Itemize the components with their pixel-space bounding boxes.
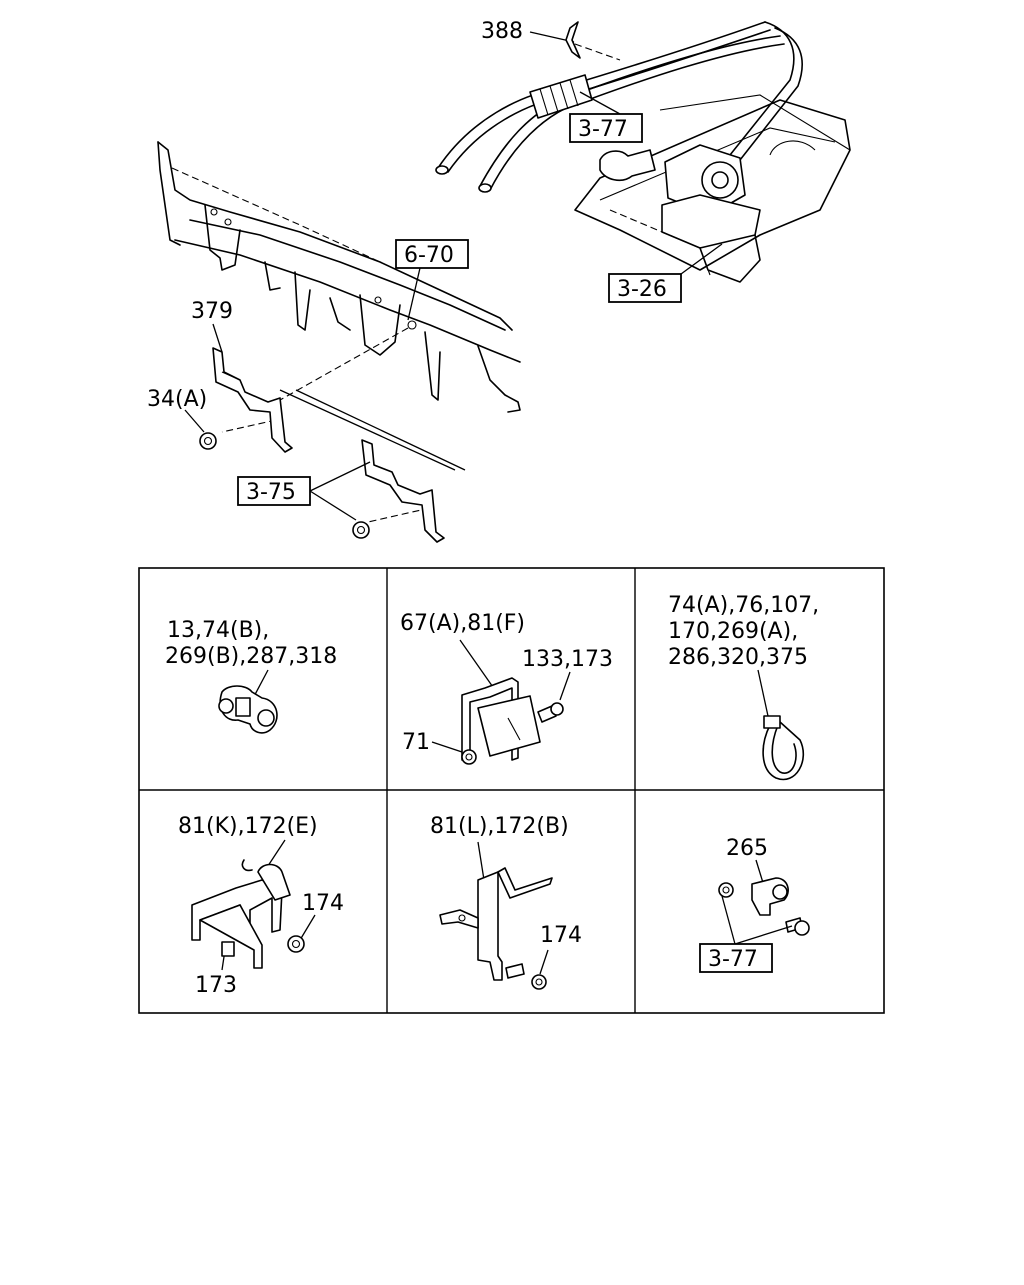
ref-box-3-75[interactable] <box>237 476 311 506</box>
callout-34a: 34(A) <box>147 387 207 433</box>
ref-box-6-70[interactable] <box>395 239 469 269</box>
cell5-label-a: 81(L),172(B) <box>430 814 569 839</box>
cell2-label-a: 67(A),81(F) <box>400 611 525 636</box>
pump-valve-assembly <box>574 94 851 283</box>
cell2-label-b: 133,173 <box>522 647 613 672</box>
nut-34a <box>199 432 217 450</box>
detail-cell-long-bracket: 81(L),172(B) 174 <box>430 814 582 990</box>
label-388: 388 <box>481 19 523 44</box>
cell5-label-b: 174 <box>540 923 582 948</box>
detail-cell-clamp: 13,74(B), 269(B),287,318 <box>165 618 337 734</box>
frame-crossmember <box>157 141 521 413</box>
label-34a: 34(A) <box>147 387 207 412</box>
dashed-leaders <box>171 43 711 523</box>
detail-cell-bracket: 67(A),81(F) 133,173 71 <box>400 611 613 765</box>
cell3-label-line1: 74(A),76,107, <box>668 593 819 618</box>
cell2-label-c: 71 <box>402 730 430 755</box>
cell3-label-line3: 286,320,375 <box>668 645 808 670</box>
hose-assembly <box>435 21 803 193</box>
callout-3-75[interactable]: 3-75 <box>237 461 371 521</box>
ref-label-3-77-top: 3-77 <box>578 117 628 142</box>
ref-box-3-26[interactable] <box>608 273 682 303</box>
callout-388: 388 <box>481 19 581 59</box>
clip-375-part <box>361 439 445 543</box>
detail-grid <box>138 567 885 1014</box>
clip-379-to-375-line <box>279 389 456 471</box>
cell4-label-b: 174 <box>302 891 344 916</box>
ref-label-3-26: 3-26 <box>617 277 667 302</box>
cell1-label-line1: 13,74(B), <box>167 618 269 643</box>
callout-6-70[interactable]: 6-70 <box>395 239 469 321</box>
cell1-label-line2: 269(B),287,318 <box>165 644 337 669</box>
cell4-label-c: 173 <box>195 973 237 998</box>
detail-cell-clip-265: 265 3-77 <box>699 836 810 973</box>
cell6-label-a: 265 <box>726 836 768 861</box>
cable-tie-icon <box>762 721 805 781</box>
ref-box-3-77-top[interactable] <box>569 113 643 143</box>
cell3-label-line2: 170,269(A), <box>668 619 798 644</box>
clip-379-part <box>212 347 293 453</box>
callout-3-77-top[interactable]: 3-77 <box>569 91 643 143</box>
ref-label-6-70: 6-70 <box>404 243 454 268</box>
ref-box-3-77-detail[interactable] <box>699 943 773 973</box>
cell4-label-a: 81(K),172(E) <box>178 814 318 839</box>
callout-3-26[interactable]: 3-26 <box>608 243 723 303</box>
nut-375 <box>352 521 370 539</box>
clip-375-guide-line <box>295 389 466 471</box>
ref-label-3-77-detail: 3-77 <box>708 947 758 972</box>
detail-cell-cable-tie: 74(A),76,107, 170,269(A), 286,320,375 <box>668 593 819 781</box>
long-bracket-icon <box>477 871 503 981</box>
detail-cell-double-bracket: 81(K),172(E) 174 173 <box>178 814 344 998</box>
callout-379: 379 <box>191 299 233 353</box>
label-379: 379 <box>191 299 233 324</box>
ref-label-3-75: 3-75 <box>246 480 296 505</box>
